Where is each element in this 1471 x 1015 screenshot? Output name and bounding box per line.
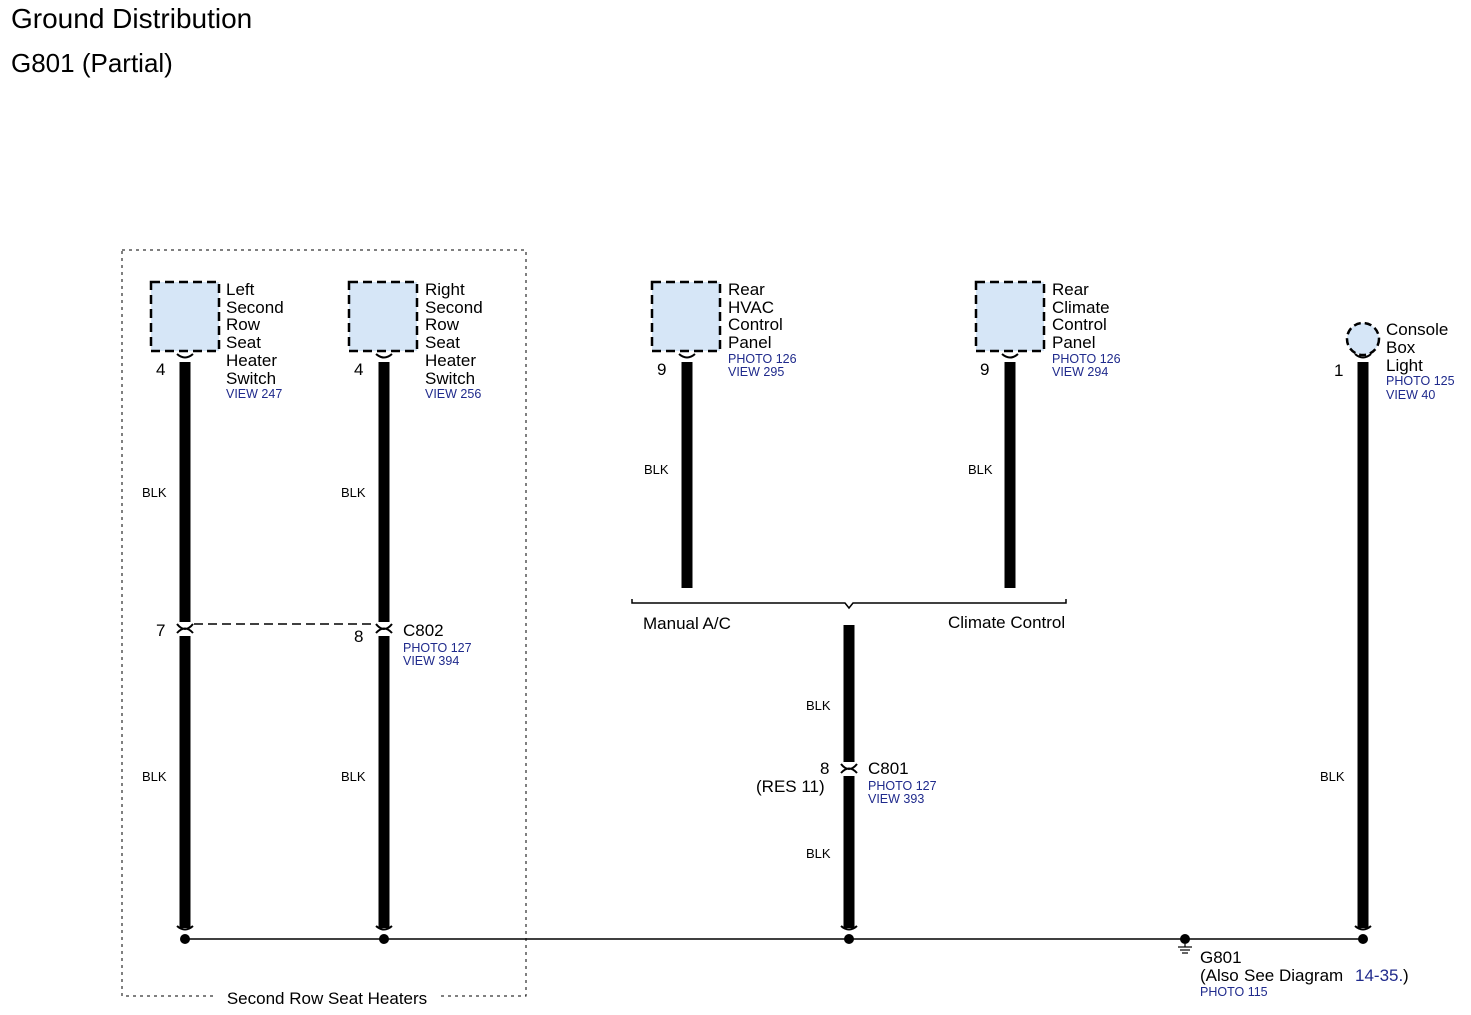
page-subtitle: G801 (Partial) bbox=[11, 48, 173, 78]
svg-text:Panel: Panel bbox=[728, 333, 771, 352]
rear-hvac-photo-ref[interactable]: PHOTO 126 bbox=[728, 352, 797, 366]
svg-text:Control: Control bbox=[1052, 315, 1107, 334]
variant-brace bbox=[631, 599, 1067, 610]
wire-color-label: BLK bbox=[968, 462, 993, 477]
right-switch-component[interactable] bbox=[347, 280, 419, 353]
variant-climate-control: Climate Control bbox=[948, 613, 1065, 632]
right-switch-view-ref[interactable]: VIEW 256 bbox=[425, 387, 481, 401]
svg-text:Switch: Switch bbox=[226, 369, 276, 388]
wire-color-label: BLK bbox=[341, 485, 366, 500]
c802-view-ref[interactable]: VIEW 394 bbox=[403, 654, 459, 668]
rear-hvac-pin: 9 bbox=[657, 360, 666, 379]
svg-text:Switch: Switch bbox=[425, 369, 475, 388]
seat-heaters-group-label: Second Row Seat Heaters bbox=[227, 989, 427, 1008]
wire-color-label: BLK bbox=[806, 846, 831, 861]
splice-dot bbox=[180, 934, 190, 944]
c802-right-pin: 8 bbox=[354, 627, 363, 646]
right-switch-pin: 4 bbox=[354, 360, 363, 379]
console-light-view-ref[interactable]: VIEW 40 bbox=[1386, 388, 1435, 402]
right-switch-name: Right Second Row Seat Heater Switch bbox=[425, 280, 483, 388]
console-light-pin: 1 bbox=[1334, 361, 1343, 380]
c801-pin-note: (RES 11) bbox=[756, 777, 825, 796]
svg-text:Rear: Rear bbox=[728, 280, 765, 299]
rear-climate-panel-name: Rear Climate Control Panel bbox=[1052, 280, 1110, 352]
svg-text:Row: Row bbox=[226, 315, 261, 334]
see-diagram-link: 14-35. bbox=[1355, 966, 1403, 985]
svg-text:Heater: Heater bbox=[226, 351, 277, 370]
svg-text:Left: Left bbox=[226, 280, 255, 299]
svg-text:Seat: Seat bbox=[226, 333, 261, 352]
splice-dot bbox=[379, 934, 389, 944]
c801-pin: 8 bbox=[820, 759, 829, 778]
left-switch-pin: 4 bbox=[156, 360, 165, 379]
c801-connector-name: C801 bbox=[868, 759, 909, 778]
c801-photo-ref[interactable]: PHOTO 127 bbox=[868, 779, 937, 793]
rear-hvac-view-ref[interactable]: VIEW 295 bbox=[728, 365, 784, 379]
left-switch-component[interactable] bbox=[149, 280, 221, 353]
svg-text:Second: Second bbox=[226, 298, 284, 317]
left-switch-view-ref[interactable]: VIEW 247 bbox=[226, 387, 282, 401]
left-switch-name: Left Second Row Seat Heater Switch bbox=[226, 280, 284, 388]
rear-hvac-panel-component[interactable] bbox=[650, 280, 722, 353]
svg-text:Light: Light bbox=[1386, 356, 1423, 375]
svg-text:Climate: Climate bbox=[1052, 298, 1110, 317]
console-box-light-name: Console Box Light bbox=[1386, 320, 1448, 375]
variant-manual-ac: Manual A/C bbox=[643, 614, 731, 633]
svg-text:Row: Row bbox=[425, 315, 460, 334]
svg-text:Control: Control bbox=[728, 315, 783, 334]
rear-climate-panel-component[interactable] bbox=[974, 280, 1046, 353]
c802-connector-name: C802 bbox=[403, 621, 444, 640]
wire-color-label: BLK bbox=[1320, 769, 1345, 784]
c801-view-ref[interactable]: VIEW 393 bbox=[868, 792, 924, 806]
splice-dot bbox=[1358, 934, 1368, 944]
svg-text:Seat: Seat bbox=[425, 333, 460, 352]
svg-text:Heater: Heater bbox=[425, 351, 476, 370]
rear-climate-view-ref[interactable]: VIEW 294 bbox=[1052, 365, 1108, 379]
splice-dot bbox=[844, 934, 854, 944]
ground-photo-ref[interactable]: PHOTO 115 bbox=[1200, 985, 1268, 999]
wire-color-label: BLK bbox=[142, 485, 167, 500]
ground-name: G801 bbox=[1200, 948, 1242, 967]
svg-text:Second: Second bbox=[425, 298, 483, 317]
ground-note: (Also See Diagram 14-35. ) bbox=[1200, 966, 1409, 985]
svg-text:Panel: Panel bbox=[1052, 333, 1095, 352]
svg-text:Rear: Rear bbox=[1052, 280, 1089, 299]
wire-color-label: BLK bbox=[644, 462, 669, 477]
page-title: Ground Distribution bbox=[11, 3, 253, 34]
c802-left-pin: 7 bbox=[156, 621, 165, 640]
c802-photo-ref[interactable]: PHOTO 127 bbox=[403, 641, 472, 655]
wire-color-label: BLK bbox=[806, 698, 831, 713]
console-light-photo-ref[interactable]: PHOTO 125 bbox=[1386, 374, 1455, 388]
rear-climate-pin: 9 bbox=[980, 360, 989, 379]
svg-text:Right: Right bbox=[425, 280, 465, 299]
rear-climate-photo-ref[interactable]: PHOTO 126 bbox=[1052, 352, 1121, 366]
ground-symbol-icon[interactable] bbox=[1178, 934, 1192, 954]
svg-text:HVAC: HVAC bbox=[728, 298, 774, 317]
wire-color-label: BLK bbox=[341, 769, 366, 784]
console-box-light-component[interactable] bbox=[1345, 321, 1381, 357]
svg-text:Console: Console bbox=[1386, 320, 1448, 339]
svg-text:Box: Box bbox=[1386, 338, 1416, 357]
rear-hvac-panel-name: Rear HVAC Control Panel bbox=[728, 280, 783, 352]
wire-color-label: BLK bbox=[142, 769, 167, 784]
